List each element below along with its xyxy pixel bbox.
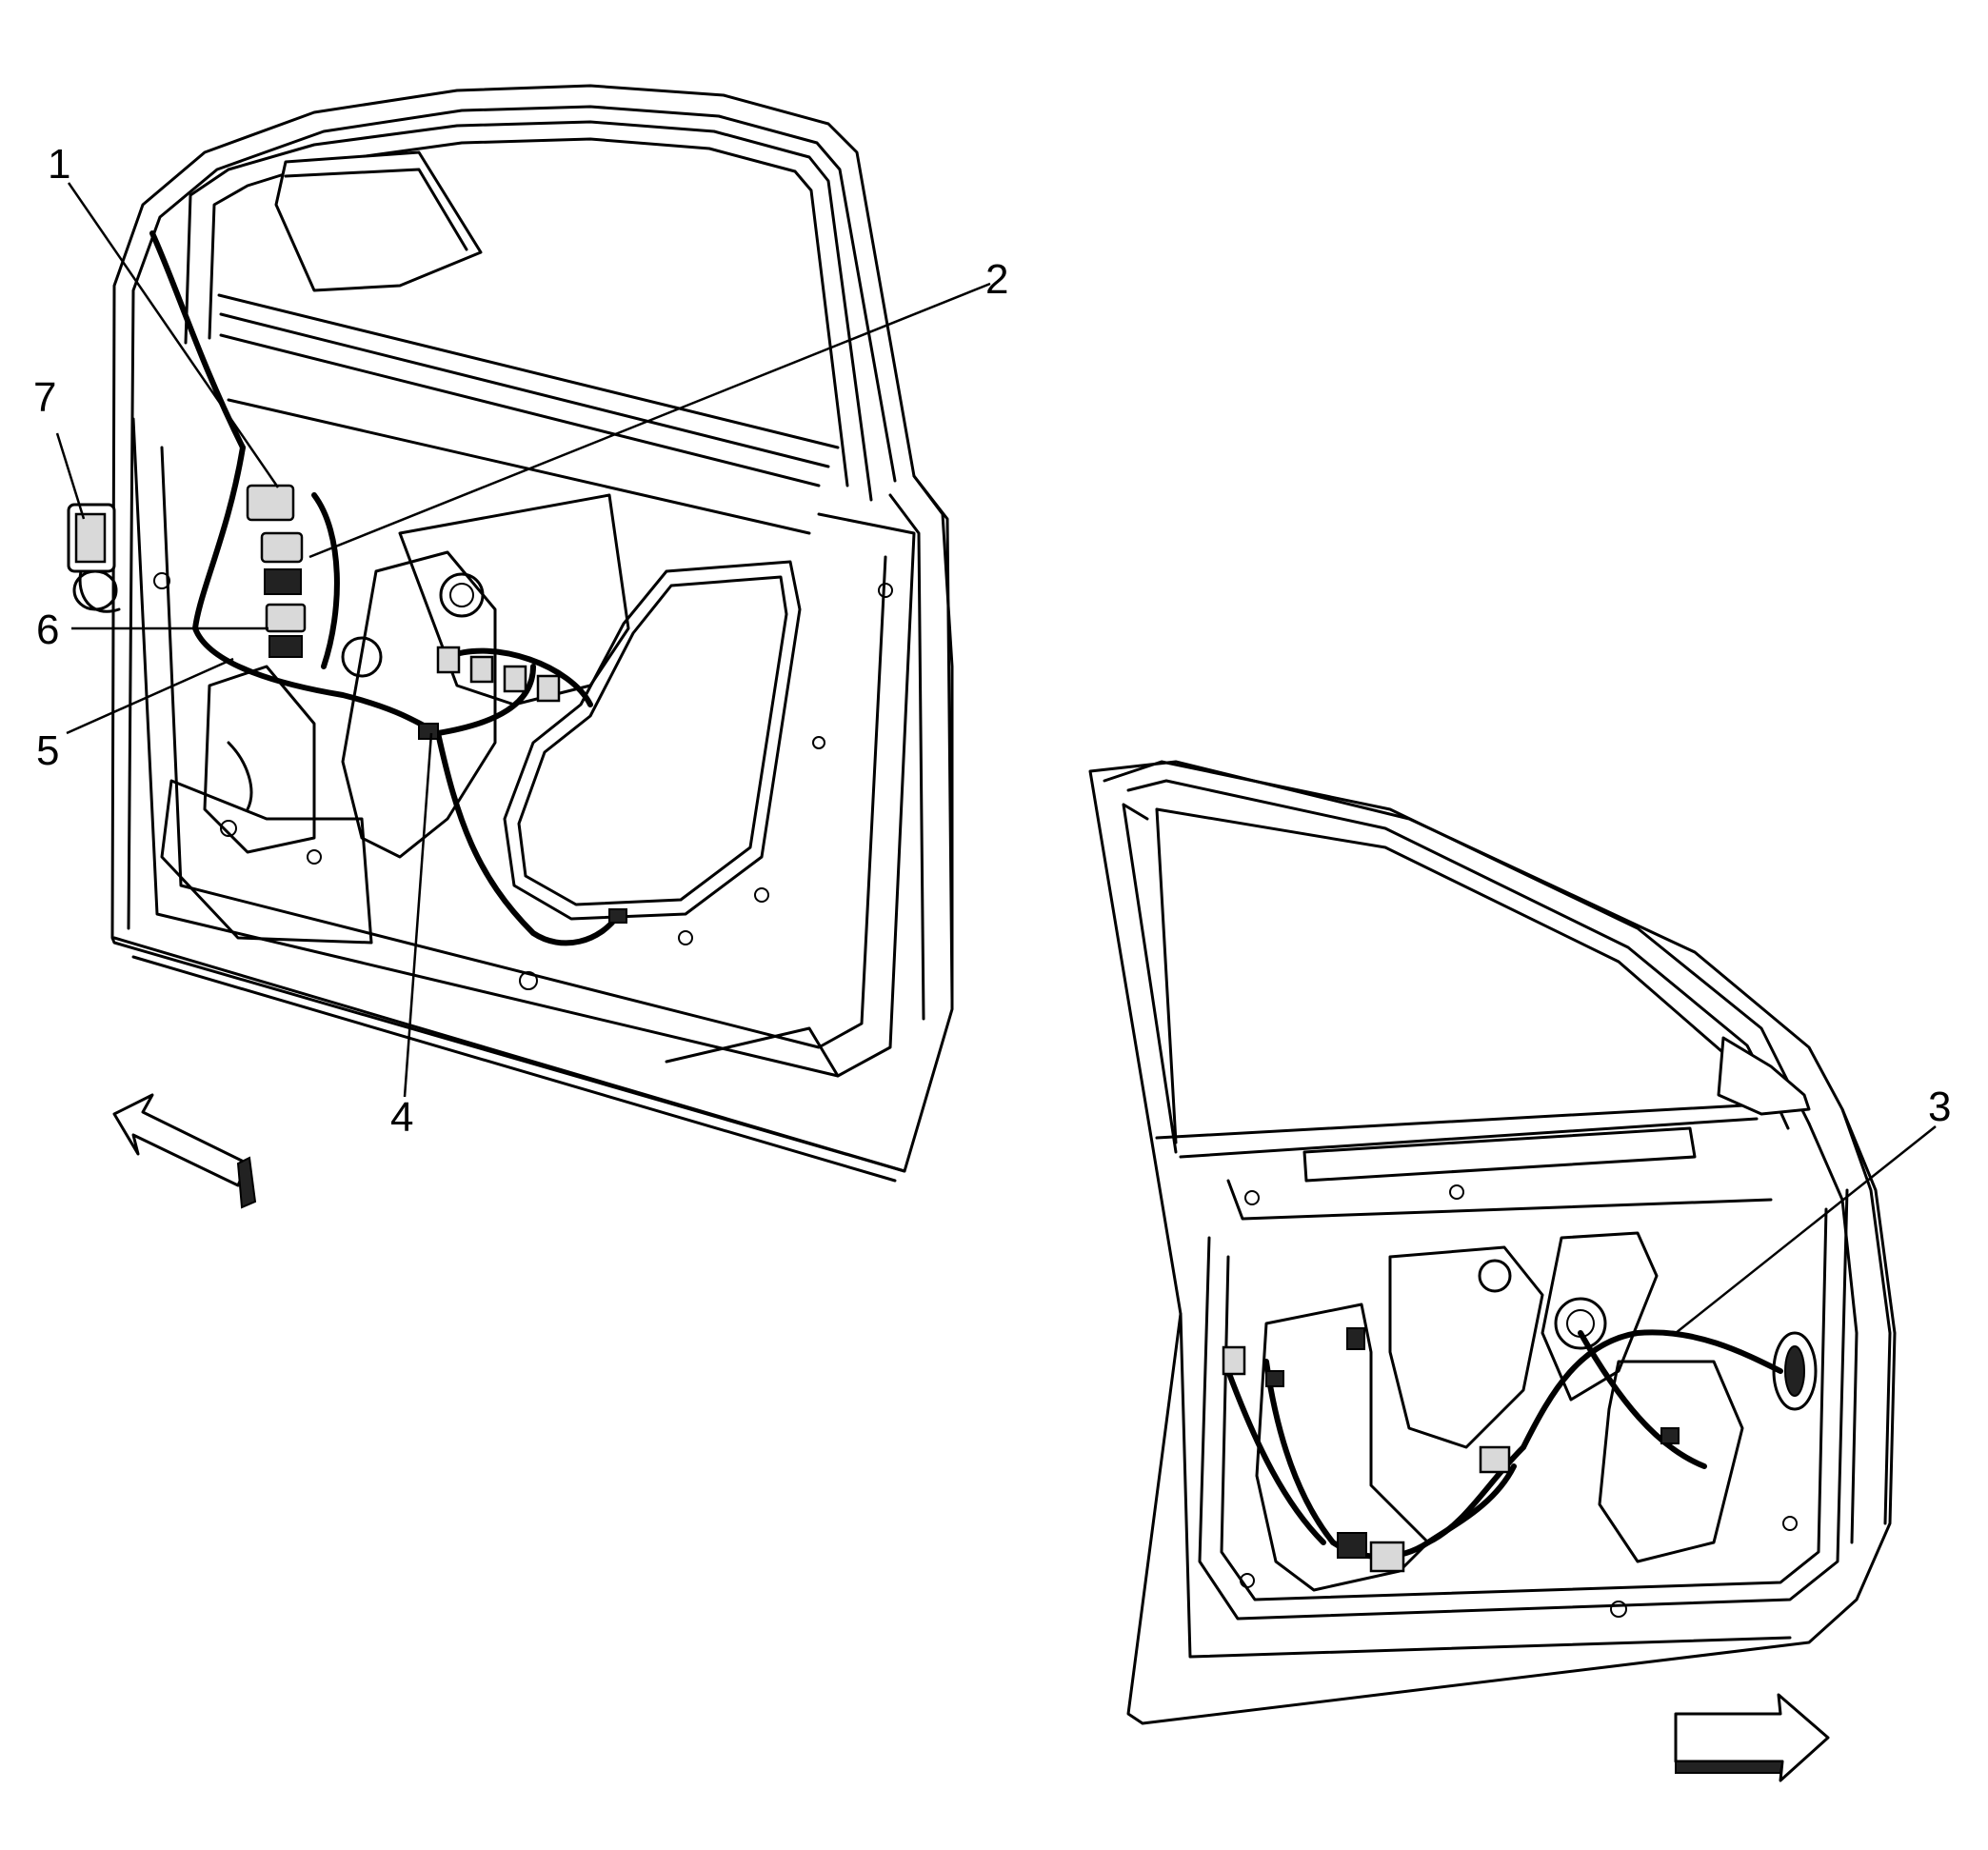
left-direction-arrow-icon: [112, 1093, 257, 1209]
callout-6: 6: [36, 607, 59, 653]
callout-1: 1: [48, 141, 70, 188]
right-door-inner-panel: [1088, 760, 1897, 1725]
callout-3: 3: [1928, 1084, 1951, 1130]
callout-4: 4: [390, 1094, 413, 1141]
left-door-inner-panel: [67, 84, 954, 1183]
callout-5: 5: [36, 727, 59, 774]
callout-labels: 1 2 3 4 5 6 7: [33, 141, 1951, 1141]
callout-leaders: [55, 182, 1937, 1334]
right-direction-arrow-icon: [1674, 1693, 1830, 1782]
callout-7: 7: [33, 374, 56, 421]
callout-2: 2: [985, 256, 1008, 303]
